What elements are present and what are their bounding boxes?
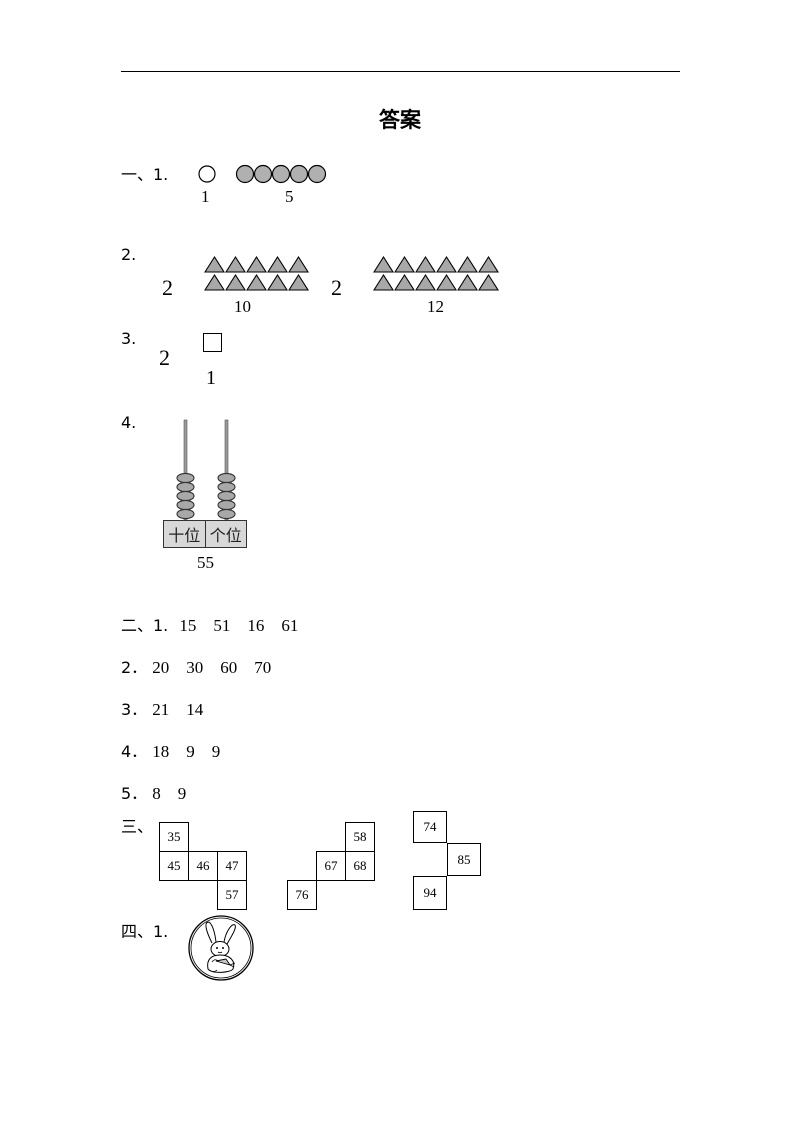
section2-q5: 5． 8 9 [121, 780, 186, 804]
square-prefix: 2 [159, 345, 170, 370]
triangle-mark [225, 273, 246, 291]
ones-beads [217, 472, 236, 520]
grid-cell: 58 [345, 822, 375, 852]
section3-label: 三、 [121, 817, 154, 836]
triangle-mark [436, 273, 457, 291]
triangle-mark [394, 255, 415, 273]
triangle-mark [288, 255, 309, 273]
gray-circle [253, 164, 273, 184]
abacus-base: 十位 个位 [163, 520, 247, 548]
section2-q2: 2． 20 30 60 70 [121, 654, 271, 678]
section2-q1-label: 二、1. [121, 616, 169, 635]
section2-q5-values: 8 9 [152, 784, 187, 803]
grid-cell: 45 [159, 851, 189, 881]
grid-cell: 57 [217, 880, 247, 910]
triangle-mark [478, 255, 499, 273]
section2-q2-values: 20 30 60 70 [152, 658, 272, 677]
triangles-left-figure [204, 255, 309, 291]
grid-cell: 85 [447, 843, 481, 876]
abacus-tens-label: 十位 [168, 526, 201, 545]
gray-circle [307, 164, 327, 184]
triangle-mark [267, 273, 288, 291]
triangles-right-figure [373, 255, 499, 291]
triangles-right-count: 12 [427, 297, 444, 316]
triangle-mark [415, 273, 436, 291]
section1-q1-label: 一、1. [121, 165, 169, 184]
triangle-mark [204, 255, 225, 273]
triangle-mark [225, 255, 246, 273]
header-rule [121, 71, 680, 72]
triangle-mark [478, 273, 499, 291]
section2-q3: 3． 21 14 [121, 696, 203, 720]
triangle-mark [373, 255, 394, 273]
circles-right-count: 5 [285, 187, 294, 206]
grid-cell: 94 [413, 876, 447, 910]
grid-cell: 67 [316, 851, 346, 881]
page-title: 答案 [379, 108, 421, 132]
triangles-left-count: 10 [234, 297, 251, 316]
circles-left-count: 1 [201, 187, 210, 206]
section2-q3-values: 21 14 [152, 700, 204, 719]
abacus-ones-label: 个位 [204, 521, 247, 547]
section2-q4-values: 18 9 9 [152, 742, 221, 761]
section1-q2-label: 2. [121, 245, 137, 264]
grid-cell: 74 [413, 811, 447, 843]
triangle-mark [288, 273, 309, 291]
rabbit-icon [188, 915, 254, 981]
section4-label: 四、1. [121, 922, 169, 941]
white-circle [198, 165, 216, 183]
grid-cell: 68 [345, 851, 375, 881]
triangle-mark [267, 255, 288, 273]
gray-circle [271, 164, 291, 184]
section2-q1-values: 15 51 16 61 [179, 616, 299, 635]
triangle-mark [246, 273, 267, 291]
triangles-right-prefix: 2 [331, 275, 342, 300]
triangle-mark [246, 255, 267, 273]
triangle-mark [457, 255, 478, 273]
section2-q2-label: 2． [121, 658, 148, 677]
section1-q4-label: 4. [121, 413, 137, 432]
section2-q1: 二、1. 15 51 16 61 [121, 612, 298, 636]
section2-q4-label: 4． [121, 742, 148, 761]
abacus-value: 55 [197, 553, 214, 572]
grid-cell: 76 [287, 880, 317, 910]
section2-q3-label: 3． [121, 700, 148, 719]
square-shape [203, 333, 222, 352]
circles-figure [198, 164, 327, 184]
triangle-mark [373, 273, 394, 291]
triangle-mark [415, 255, 436, 273]
triangle-mark [436, 255, 457, 273]
triangle-mark [204, 273, 225, 291]
tens-beads [176, 472, 195, 520]
triangle-mark [457, 273, 478, 291]
section2-q5-label: 5． [121, 784, 148, 803]
abacus-rods [176, 419, 236, 521]
grid-cell: 35 [159, 822, 189, 852]
gray-circle [289, 164, 309, 184]
grid-cell: 46 [188, 851, 218, 881]
grid-cell: 47 [217, 851, 247, 881]
gray-circle [235, 164, 255, 184]
section1-q3-label: 3. [121, 329, 137, 348]
triangle-mark [394, 273, 415, 291]
square-count: 1 [206, 367, 216, 389]
section2-q4: 4． 18 9 9 [121, 738, 220, 762]
triangles-left-prefix: 2 [162, 275, 173, 300]
